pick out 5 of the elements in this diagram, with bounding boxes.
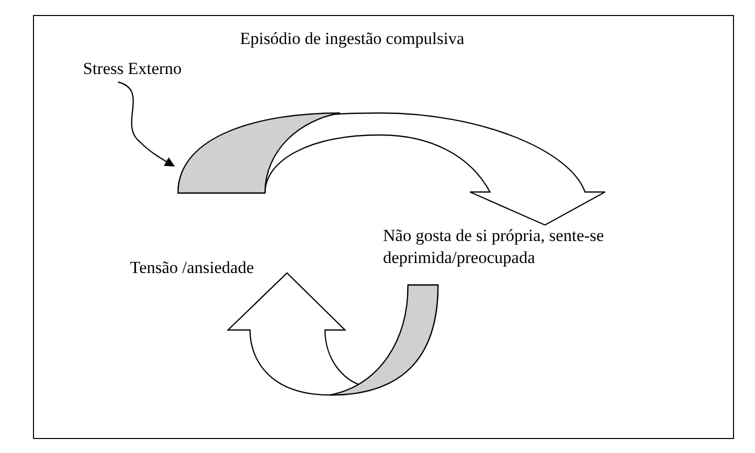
stage-text: Episódio de ingestão compulsiva: [240, 28, 530, 50]
arrow: [118, 81, 175, 167]
stage-text: Stress Externo: [83, 58, 213, 80]
stage-text: Não gosta de si própria, sente-se deprimida/preocupada: [383, 225, 703, 269]
stage-text: Tensão /ansiedade: [130, 257, 310, 279]
